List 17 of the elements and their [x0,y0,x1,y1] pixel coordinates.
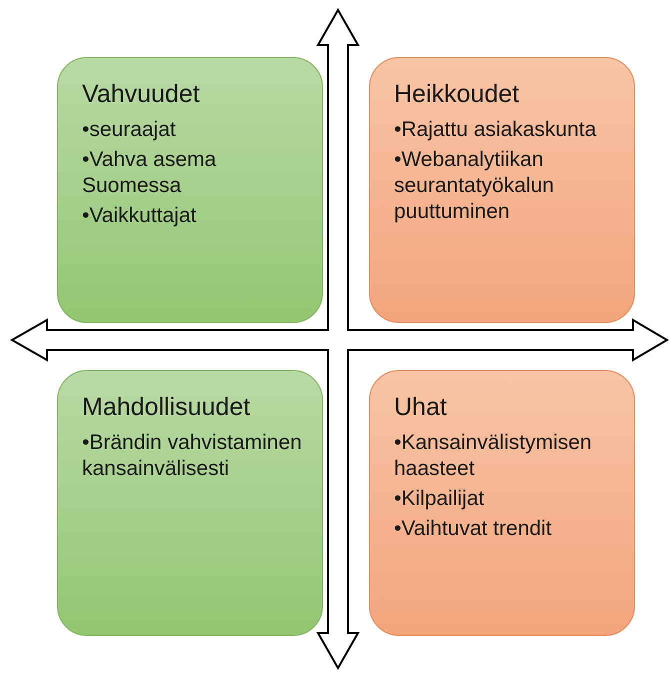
bullet-item: •Vaihtuvat trendit [394,516,553,542]
bullet-item: •seuraajat [82,117,177,143]
quadrant-card [369,370,635,636]
quadrant-heading: Uhat [394,393,448,422]
bullet-item: •Webanalytiikan seurantatyökalun puuttuminen [394,147,555,225]
quadrant-heading: Mahdollisuudet [82,393,252,422]
quadrant-card [369,57,635,323]
quadrant-card [57,370,323,636]
bullet-item: •Vaikkuttajat [82,203,198,229]
quadrant-heading: Vahvuudet [82,80,201,109]
bullet-item: •Kansainvälistymisen haasteet [394,430,593,482]
bullet-item: •Rajattu asiakaskunta [394,117,598,143]
quadrant-card [57,57,323,323]
bullet-item: •Kilpailijat [394,486,486,512]
bullet-item: •Brändin vahvistaminen kansainvälisesti [82,430,303,482]
quadrant-heading: Heikkoudet [394,80,520,109]
bullet-item: •Vahva asema Suomessa [82,147,218,199]
